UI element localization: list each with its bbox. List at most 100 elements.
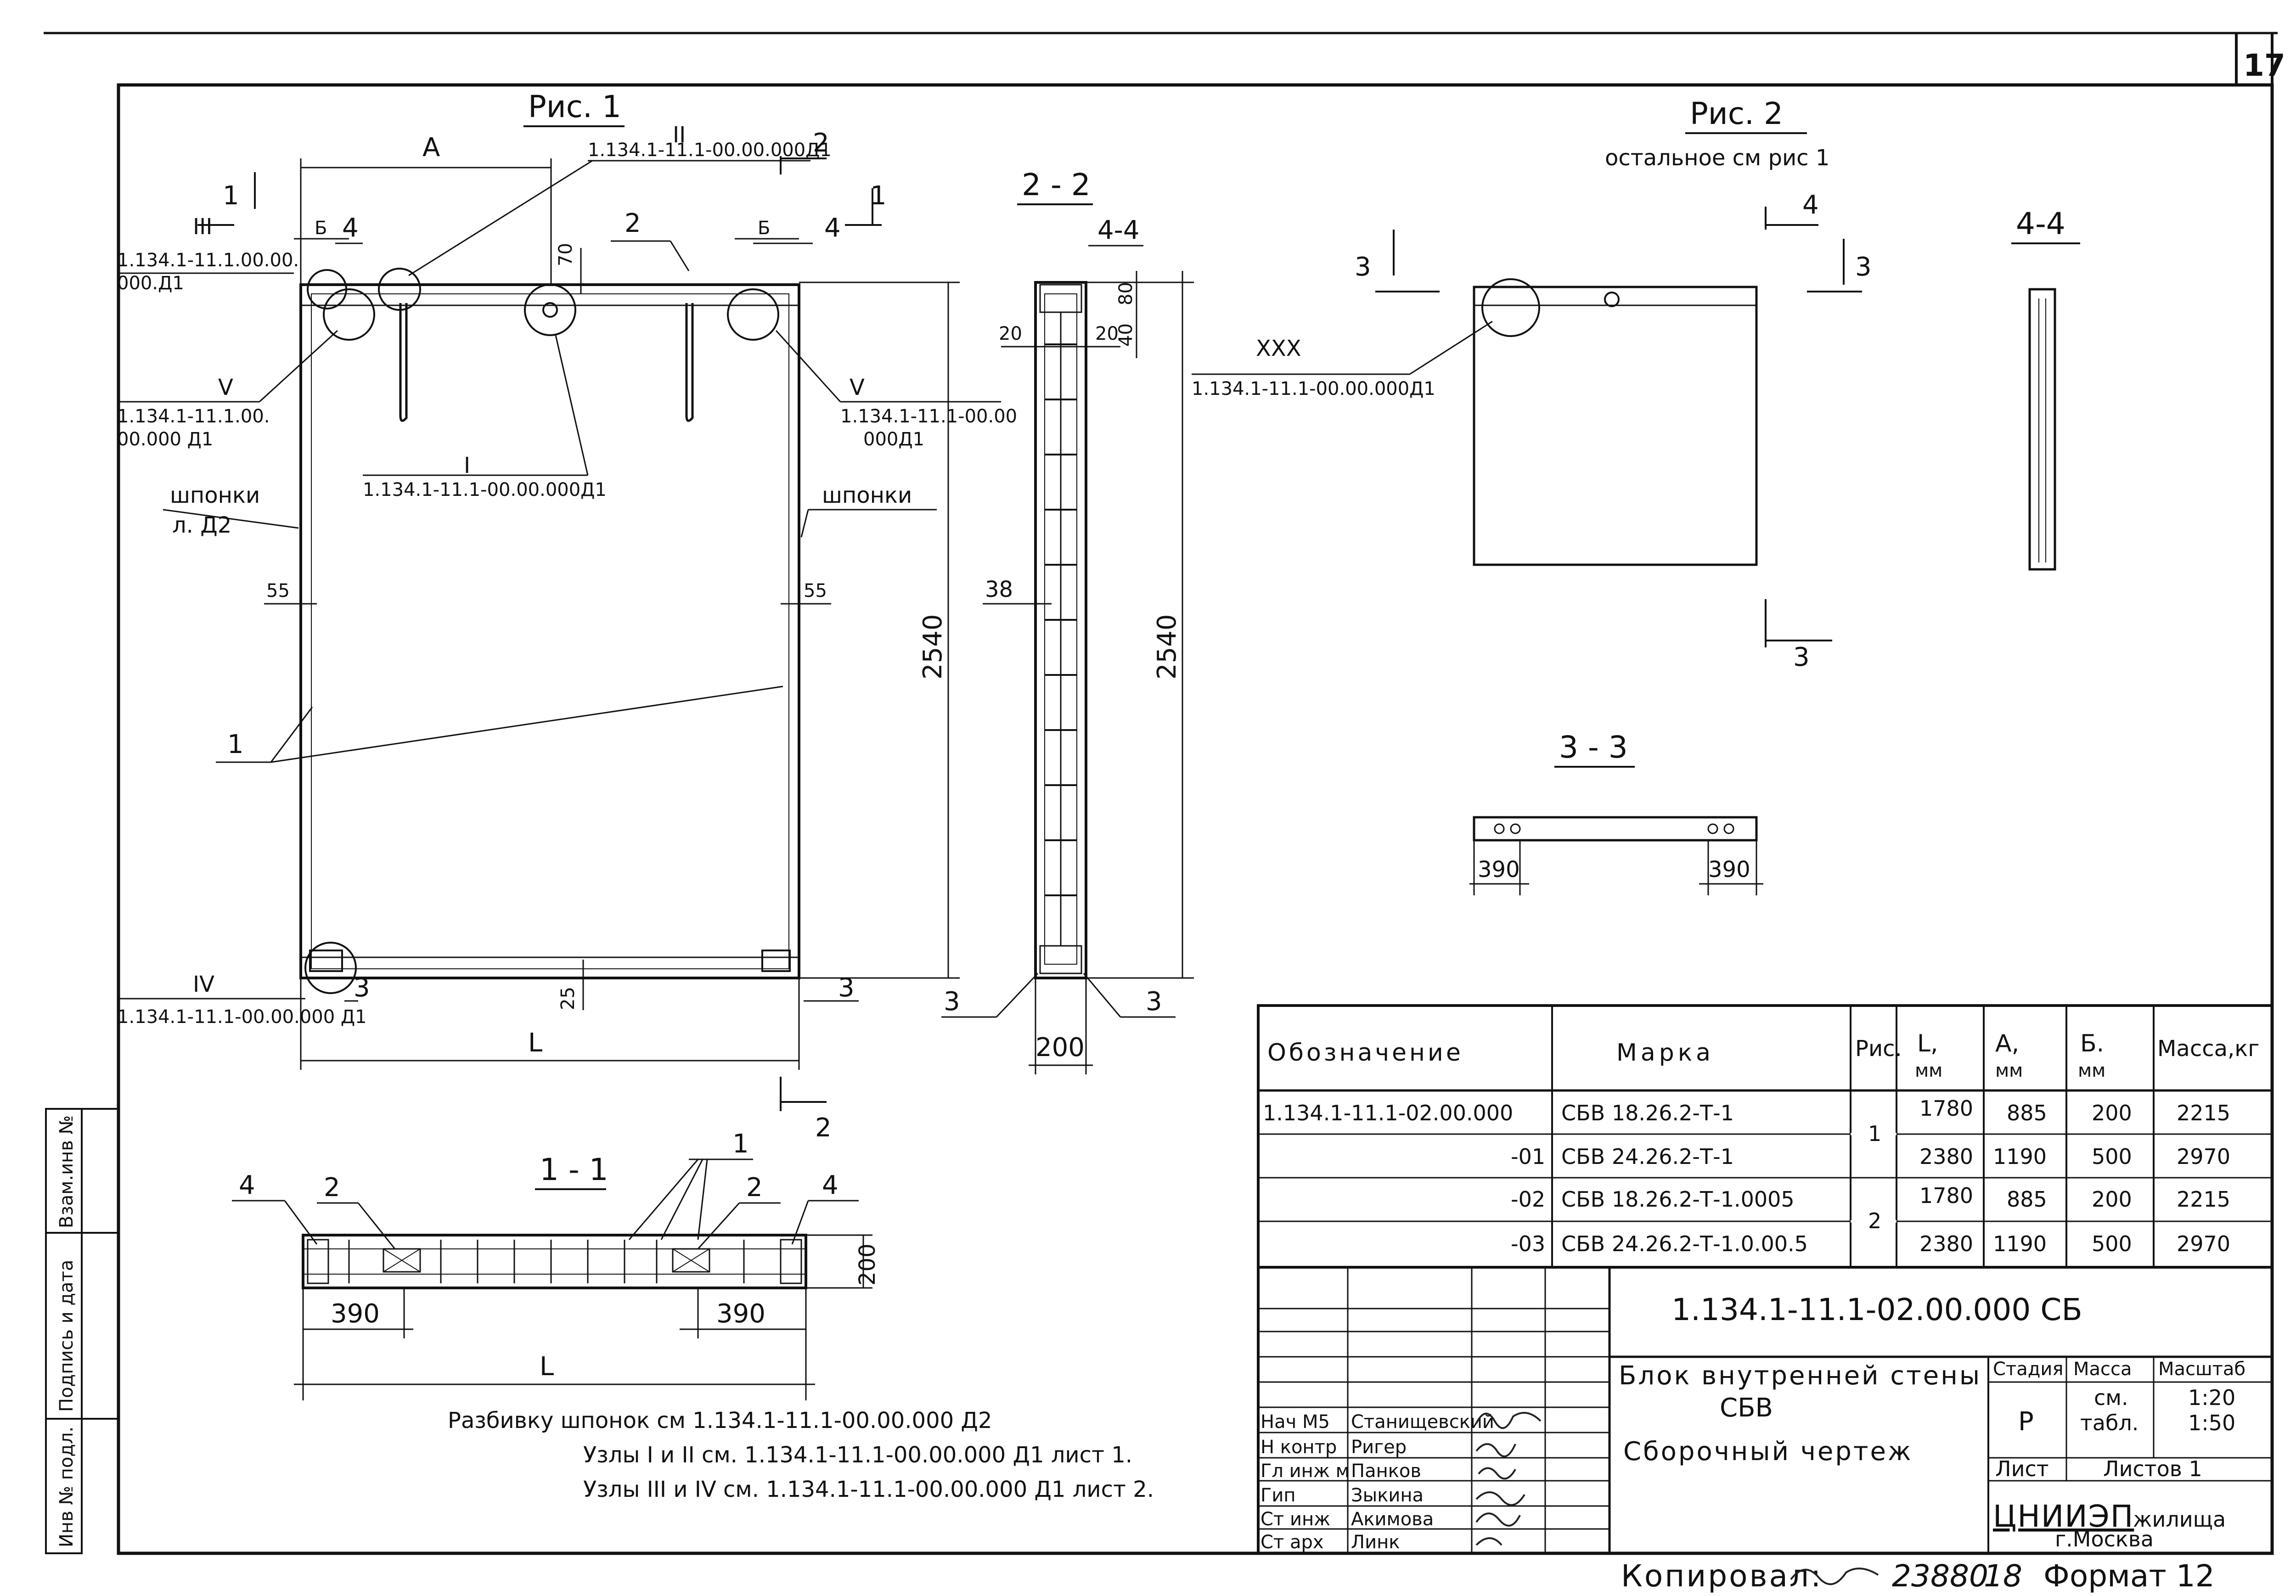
tb-staff-role: Нач М5 xyxy=(1261,1411,1330,1433)
spec-header-a-unit: мм xyxy=(1995,1060,2023,1081)
fig1-dim-25: 25 xyxy=(557,987,579,1010)
fig1-node-v-right-ref-a: 1.134.1-11.1-00.00 xyxy=(840,406,1017,427)
tb-org-city: г.Москва xyxy=(2055,1527,2154,1551)
fig1-section-2-marks xyxy=(780,156,827,1111)
tb-staff-role: Гл инж м xyxy=(1261,1461,1350,1482)
tb-staff-role: Гип xyxy=(1261,1485,1296,1506)
fig2-cut-marks xyxy=(1375,207,1862,647)
tb-staff-role: Н контр xyxy=(1261,1437,1337,1458)
tb-staff-name: Линк xyxy=(1351,1532,1400,1553)
fig2-subtitle: остальное см рис 1 xyxy=(1605,145,1829,171)
tb-org-mark: ЦНИИЭП xyxy=(1993,1499,2134,1534)
tb-name-line-3: Сборочный чертеж xyxy=(1623,1437,1913,1467)
sec11-outline xyxy=(302,1234,807,1289)
fig2-node-xxx: XXX xyxy=(1256,336,1301,361)
sec11-title: 1 - 1 xyxy=(540,1152,608,1187)
side-stamp-replace-inv: Взам.инв № xyxy=(56,1115,77,1228)
spec-header-b: Б. xyxy=(2080,1030,2104,1057)
fig1-node-i: I xyxy=(464,453,470,478)
fig2-panel xyxy=(1473,278,1758,566)
spec-row-b: 500 xyxy=(2092,1231,2132,1256)
sec22-outline xyxy=(1034,281,1087,979)
note-line-2: Узлы I и II см. 1.134.1-11.1-00.00.000 Д… xyxy=(583,1442,1132,1468)
sec22-title: 2 - 2 xyxy=(1022,167,1091,202)
note-line-3: Узлы III и IV см. 1.134.1-11.1-00.00.000… xyxy=(583,1477,1154,1502)
tb-scale-b: 1:50 xyxy=(2188,1411,2235,1435)
fig1-detail-circles xyxy=(304,268,779,994)
tb-scale-a: 1:20 xyxy=(2188,1385,2235,1410)
tb-mass-b: табл. xyxy=(2080,1411,2138,1435)
spec-row-a: 1190 xyxy=(1993,1231,2047,1256)
fig1-node-iii: III xyxy=(193,214,212,240)
spec-row-mass: 2215 xyxy=(2177,1187,2230,1212)
tb-staff-name: Акимова xyxy=(1351,1509,1434,1530)
sec22-pos-3-right: 3 xyxy=(1146,987,1162,1017)
sec33-outline xyxy=(1469,816,1763,895)
footer-copied-label: Копировал: xyxy=(1621,1558,1823,1594)
sec11-rebars xyxy=(348,1240,745,1283)
spec-fig-group-2: 2 xyxy=(1868,1208,1881,1233)
fig1-dim-l-label: L xyxy=(528,1028,542,1058)
fig1-pos-1: 1 xyxy=(227,730,244,759)
side-stamp-sign-date: Подпись и дата xyxy=(56,1260,77,1412)
spec-row-a: 885 xyxy=(2007,1101,2047,1125)
fig1-position-leaders xyxy=(216,240,859,1002)
fig1-section-2-bottom: 2 xyxy=(815,1113,832,1143)
sec11-dim-200: 200 xyxy=(855,1243,880,1286)
spec-row-designation: -02 xyxy=(1511,1187,1545,1212)
fig1-node-iv: IV xyxy=(193,972,214,997)
spec-row-mark: СБВ 24.26.2-Т-1.0.00.5 xyxy=(1561,1231,1808,1256)
spec-row-b: 200 xyxy=(2092,1101,2132,1125)
fig1-node-iii-ref-a: 1.134.1-11.1.00.00. xyxy=(117,250,299,271)
sec22-dim-width xyxy=(1029,978,1093,1074)
sec33-dim-390-left: 390 xyxy=(1478,857,1520,882)
spec-row-mark: СБВ 24.26.2-Т-1 xyxy=(1561,1144,1734,1169)
sec11-dim-390-left: 390 xyxy=(331,1299,380,1329)
sec22-ref-44: 4-4 xyxy=(1097,215,1139,245)
fig1-dim-b-right: Б xyxy=(758,218,770,239)
spec-header-l: L, xyxy=(1917,1030,1938,1057)
spec-row-designation: 1.134.1-11.1-02.00.000 xyxy=(1263,1101,1513,1125)
fig1-title: Рис. 1 xyxy=(528,89,621,124)
spec-row-mass: 2215 xyxy=(2177,1101,2230,1125)
fig1-node-v-left-ref-a: 1.134.1-11.1.00. xyxy=(117,406,270,427)
spec-row-l: 2380 xyxy=(1919,1144,1973,1169)
fig1-node-ii: II xyxy=(673,122,686,148)
footer-copier-signature xyxy=(1790,1568,1879,1585)
fig2-title: Рис. 2 xyxy=(1690,96,1783,131)
fig1-corner-blocks xyxy=(309,950,791,972)
fig1-node-ii-ref: 1.134.1-11.1-00.00.000Д1 xyxy=(588,140,832,161)
fig1-node-iv-ref: 1.134.1-11.1-00.00.000 Д1 xyxy=(117,1006,367,1028)
sec22-pos-3-left: 3 xyxy=(944,987,960,1017)
sec22-dim-38: 38 xyxy=(985,577,1013,602)
sec11-pos-1: 1 xyxy=(732,1129,749,1159)
sec22-dim-20-right: 20 xyxy=(1095,323,1119,344)
fig1-node-iii-ref-b: 000.Д1 xyxy=(117,273,184,294)
sec44-outline xyxy=(2028,288,2056,571)
fig2-cut-3-bottom: 3 xyxy=(1793,642,1810,672)
tb-org-word: жилища xyxy=(2133,1507,2226,1532)
sec22-dim-40: 40 xyxy=(1115,323,1137,347)
sec22-rungs xyxy=(1045,343,1077,896)
fig1-section-1-top: 1 xyxy=(223,181,239,211)
fig1-keys-right: шпонки xyxy=(822,483,912,508)
spec-row-mark: СБВ 18.26.2-Т-1 xyxy=(1561,1101,1734,1125)
spec-row-a: 1190 xyxy=(1993,1144,2047,1169)
sec11-dim-height xyxy=(806,1234,872,1289)
sec11-pos-4-right: 4 xyxy=(822,1170,838,1200)
sec22-dim-20-left: 20 xyxy=(999,323,1022,344)
tb-staff-name: Панков xyxy=(1351,1461,1421,1482)
footer-format: Формат 12 xyxy=(2043,1558,2215,1594)
fig1-pos-3-left: 3 xyxy=(354,973,370,1003)
tb-stage-label: Стадия xyxy=(1993,1359,2063,1380)
fig1-section-2-top: 2 xyxy=(813,128,829,158)
footer-order: 23880 xyxy=(1892,1558,1988,1594)
tb-doc-code: 1.134.1-11.1-02.00.000 СБ xyxy=(1671,1292,2082,1327)
tb-staff-name: Станищевский xyxy=(1351,1411,1494,1433)
fig1-node-v-left-ref-b: 00.000 Д1 xyxy=(117,429,213,450)
spec-header-mark: Марка xyxy=(1616,1039,1714,1067)
fig1-section-1-right: 1 xyxy=(870,181,887,211)
fig1-node-i-ref: 1.134.1-11.1-00.00.000Д1 xyxy=(363,479,607,500)
fig1-dim-55-right: 55 xyxy=(804,580,827,601)
